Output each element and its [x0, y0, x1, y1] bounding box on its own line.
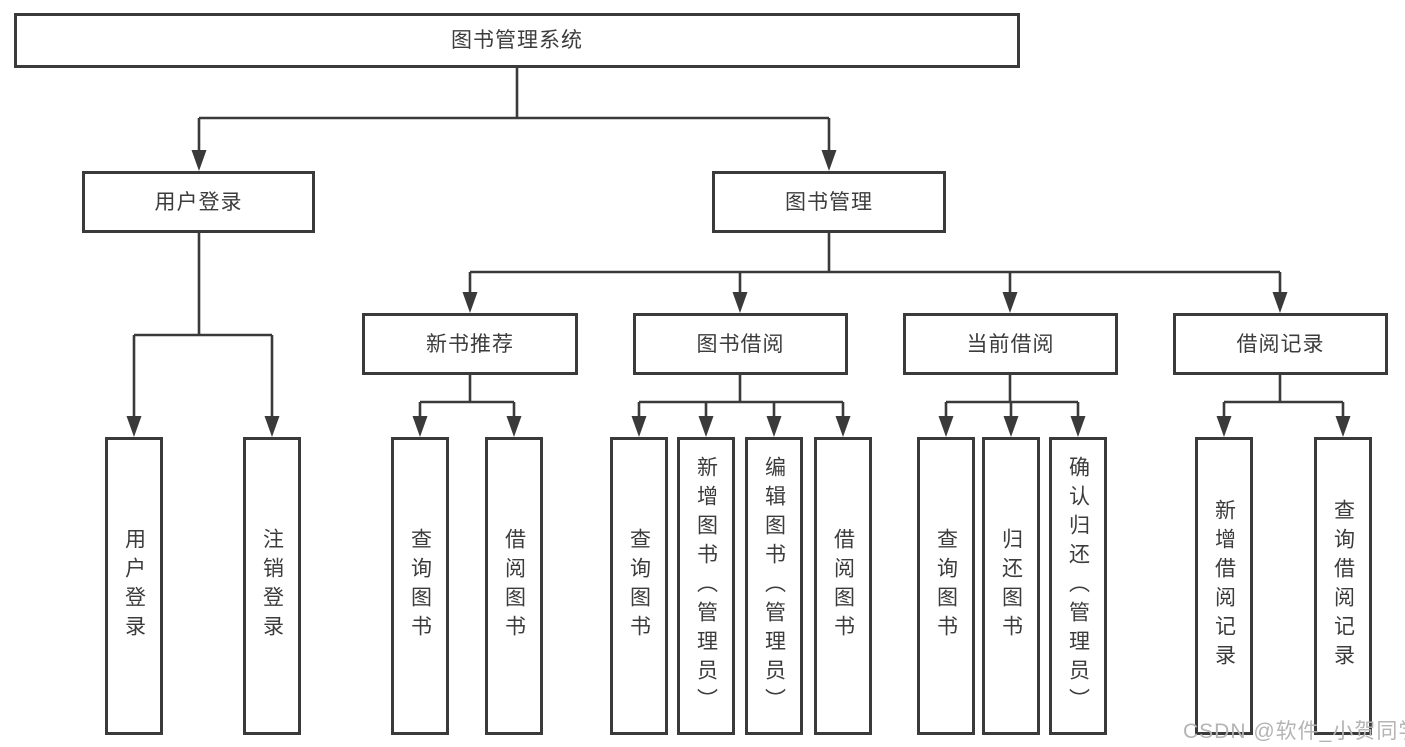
leaf-logout: 注销登录	[243, 437, 301, 735]
node-label: 当前借阅	[966, 332, 1055, 356]
node-label: 注销登录	[260, 528, 284, 644]
node-label: 查询借阅记录	[1331, 499, 1355, 673]
leaf-borrow-book-2: 借阅图书	[814, 437, 872, 735]
leaf-return-book: 归还图书	[982, 437, 1040, 735]
node-label: 图书借阅	[696, 332, 785, 356]
node-label: 借阅图书	[831, 528, 855, 644]
node-label: 新增图书（管理员）	[694, 455, 718, 717]
arrowhead-icons	[126, 150, 1351, 437]
node-label: 新增借阅记录	[1212, 499, 1236, 673]
node-label: 用户登录	[154, 190, 243, 214]
node-label: 用户登录	[122, 528, 146, 644]
watermark: CSDN @软件_小贺同学	[1183, 720, 1405, 743]
node-label: 编辑图书（管理员）	[762, 455, 786, 717]
node-borrow-records: 借阅记录	[1173, 313, 1388, 375]
node-current-borrow: 当前借阅	[903, 313, 1118, 375]
leaf-query-book-1: 查询图书	[391, 437, 449, 735]
node-label: 图书管理系统	[451, 29, 583, 52]
node-root-system: 图书管理系统	[14, 13, 1020, 68]
leaf-add-book-admin: 新增图书（管理员）	[677, 437, 735, 735]
leaf-user-login: 用户登录	[105, 437, 163, 735]
leaf-add-borrow-record: 新增借阅记录	[1195, 437, 1253, 735]
node-user-login: 用户登录	[82, 171, 315, 233]
node-label: 确认归还（管理员）	[1066, 455, 1090, 717]
node-label: 查询图书	[934, 528, 958, 644]
node-label: 查询图书	[408, 528, 432, 644]
node-label: 新书推荐	[426, 332, 514, 356]
leaf-query-book-2: 查询图书	[610, 437, 668, 735]
leaf-borrow-book-1: 借阅图书	[485, 437, 543, 735]
node-book-management: 图书管理	[712, 171, 946, 233]
node-label: 借阅记录	[1236, 332, 1325, 356]
node-new-book-recommend: 新书推荐	[362, 313, 578, 375]
node-label: 归还图书	[999, 528, 1023, 644]
leaf-query-borrow-record: 查询借阅记录	[1314, 437, 1372, 735]
leaf-confirm-return-admin: 确认归还（管理员）	[1049, 437, 1107, 735]
node-label: 借阅图书	[502, 528, 526, 644]
leaf-query-book-3: 查询图书	[917, 437, 975, 735]
node-book-borrow: 图书借阅	[633, 313, 848, 375]
node-label: 图书管理	[785, 190, 873, 214]
node-label: 查询图书	[627, 528, 651, 644]
leaf-edit-book-admin: 编辑图书（管理员）	[745, 437, 803, 735]
